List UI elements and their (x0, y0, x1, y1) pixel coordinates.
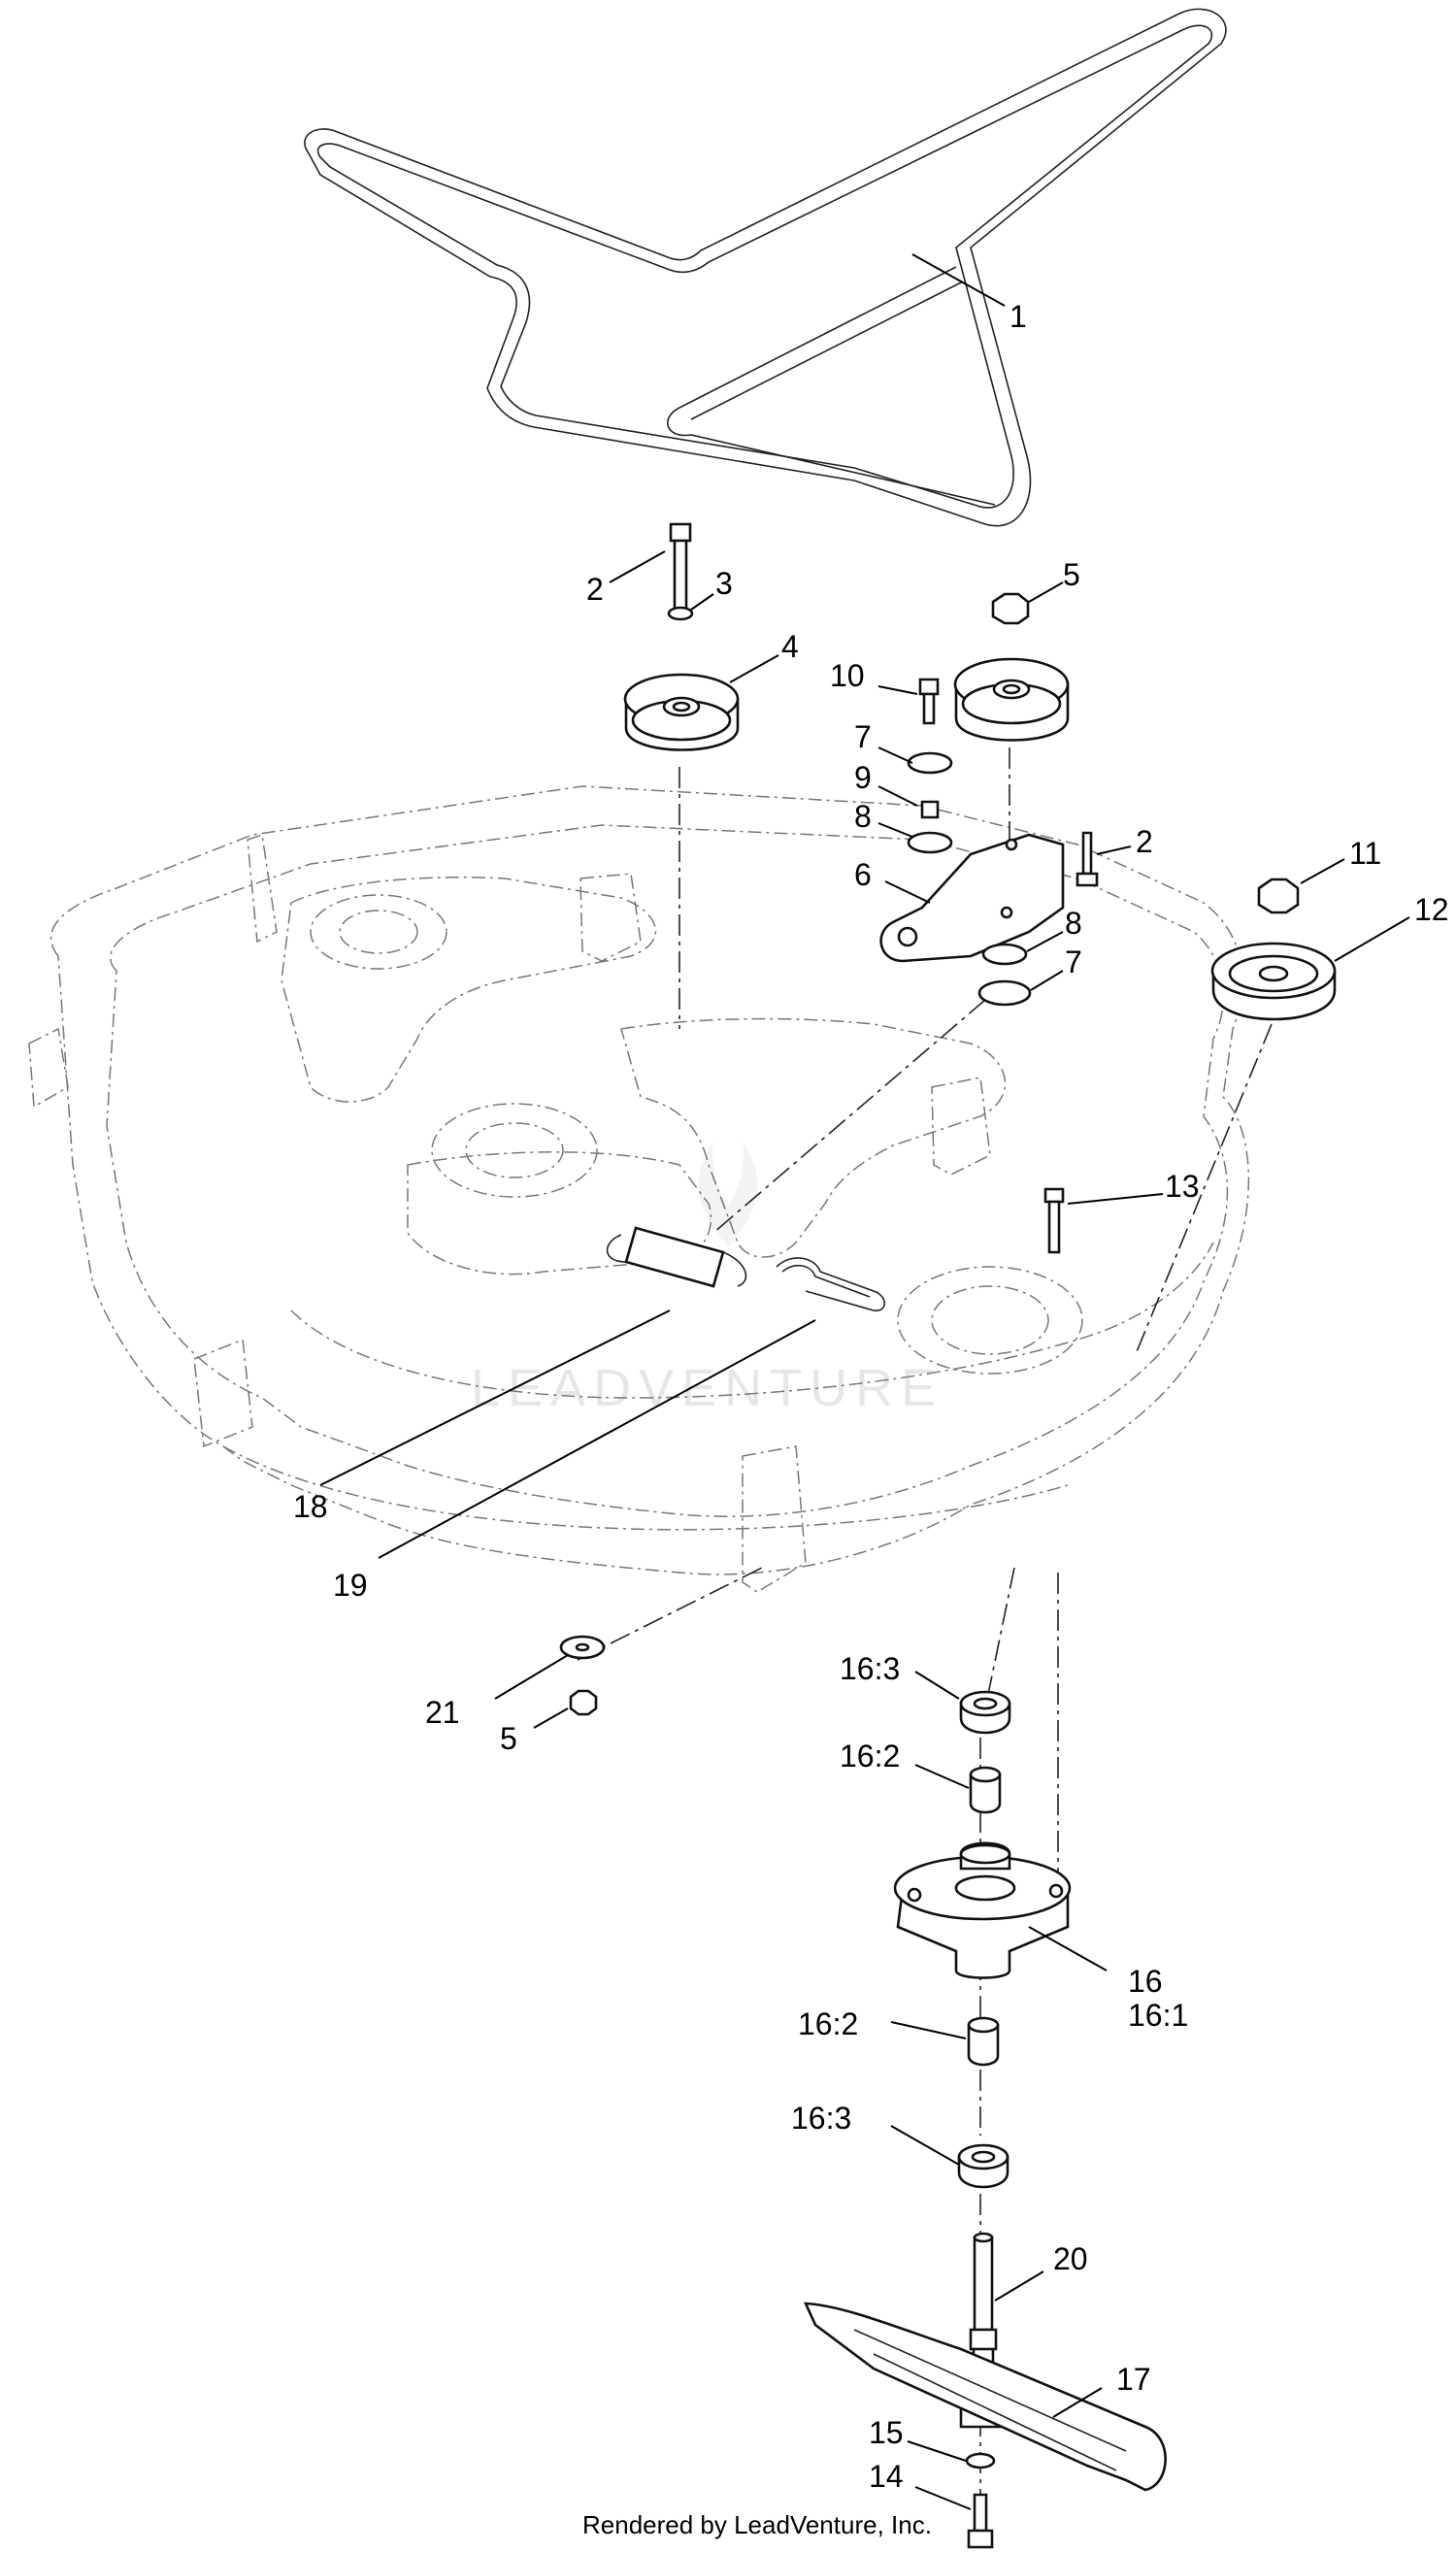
idler-pulley-right (953, 657, 1070, 742)
callout-13: 13 (1165, 1169, 1200, 1204)
callout-17: 17 (1116, 2362, 1151, 2397)
bolt-part (1075, 831, 1099, 887)
callout-16: 16 (1128, 1964, 1163, 1999)
callout-14: 14 (869, 2459, 904, 2494)
shoulder-bolt-part (918, 678, 940, 725)
callout-2: 2 (586, 572, 604, 607)
callout-9: 9 (854, 760, 872, 795)
callout-5: 5 (500, 1721, 517, 1756)
callout-10: 10 (830, 658, 865, 693)
idler-arm-part (879, 833, 1065, 963)
blade-bolt-part (967, 2493, 994, 2549)
callout-8: 8 (1065, 906, 1082, 941)
bearing-part (959, 1690, 1011, 1735)
callout-11: 11 (1349, 836, 1381, 871)
nut-part (1257, 878, 1300, 914)
nut-part (991, 592, 1030, 625)
callout-20: 20 (1053, 2241, 1088, 2276)
callout-19: 19 (333, 1568, 368, 1603)
footer-credit: Rendered by LeadVenture, Inc. (582, 2510, 932, 2539)
spring-rod-part (776, 1257, 886, 1311)
flat-washer-part (977, 979, 1032, 1007)
watermark-logo-icon (698, 1141, 758, 1247)
callout-16-2: 16:2 (798, 2006, 858, 2041)
callout-labels: 1 2 3 4 5 10 7 9 8 2 6 8 7 11 12 13 18 1… (293, 299, 1449, 2494)
flat-washer-part (907, 751, 953, 775)
bolt-part (669, 522, 692, 615)
callout-leader-lines (319, 253, 1410, 2510)
callout-16-1: 16:1 (1128, 1998, 1188, 2033)
bolt-part (1043, 1187, 1065, 1254)
callout-12: 12 (1414, 892, 1449, 927)
callout-21: 21 (425, 1695, 460, 1730)
callout-15: 15 (869, 2415, 904, 2450)
extension-spring-part (606, 1226, 747, 1288)
callout-4: 4 (781, 629, 799, 664)
mower-blade-part (803, 2302, 1167, 2492)
assembly-centerlines (577, 747, 1273, 2543)
washer-part (559, 1635, 606, 1660)
callout-5: 5 (1063, 557, 1080, 592)
callout-6: 6 (854, 857, 872, 892)
callout-16-2: 16:2 (840, 1739, 900, 1773)
washer-part (907, 831, 953, 854)
watermark-text: LEADVENTURE (471, 1359, 943, 1417)
callout-3: 3 (715, 566, 733, 601)
spacer-tube-part (969, 1766, 1002, 1814)
callout-2: 2 (1136, 824, 1153, 859)
bearing-part (957, 2143, 1009, 2189)
mower-deck (28, 785, 1250, 1593)
callout-18: 18 (293, 1489, 328, 1524)
idler-pulley-left (623, 673, 740, 751)
callout-7: 7 (1065, 945, 1082, 979)
callout-16-3: 16:3 (791, 2101, 851, 2136)
spacer-tube-part (967, 2016, 1000, 2067)
callout-8: 8 (854, 799, 872, 834)
washer-part (981, 943, 1028, 966)
spindle-housing-part (893, 1841, 1072, 1979)
spindle-pulley-part (1210, 942, 1337, 1021)
washer-part (667, 606, 694, 621)
callout-16-3: 16:3 (840, 1651, 900, 1686)
belt-part (304, 8, 1227, 527)
spacer-part (920, 800, 940, 819)
washer-part (965, 2452, 996, 2469)
callout-7: 7 (854, 719, 872, 754)
callout-1: 1 (1009, 299, 1027, 334)
nut-part (569, 1689, 598, 1716)
